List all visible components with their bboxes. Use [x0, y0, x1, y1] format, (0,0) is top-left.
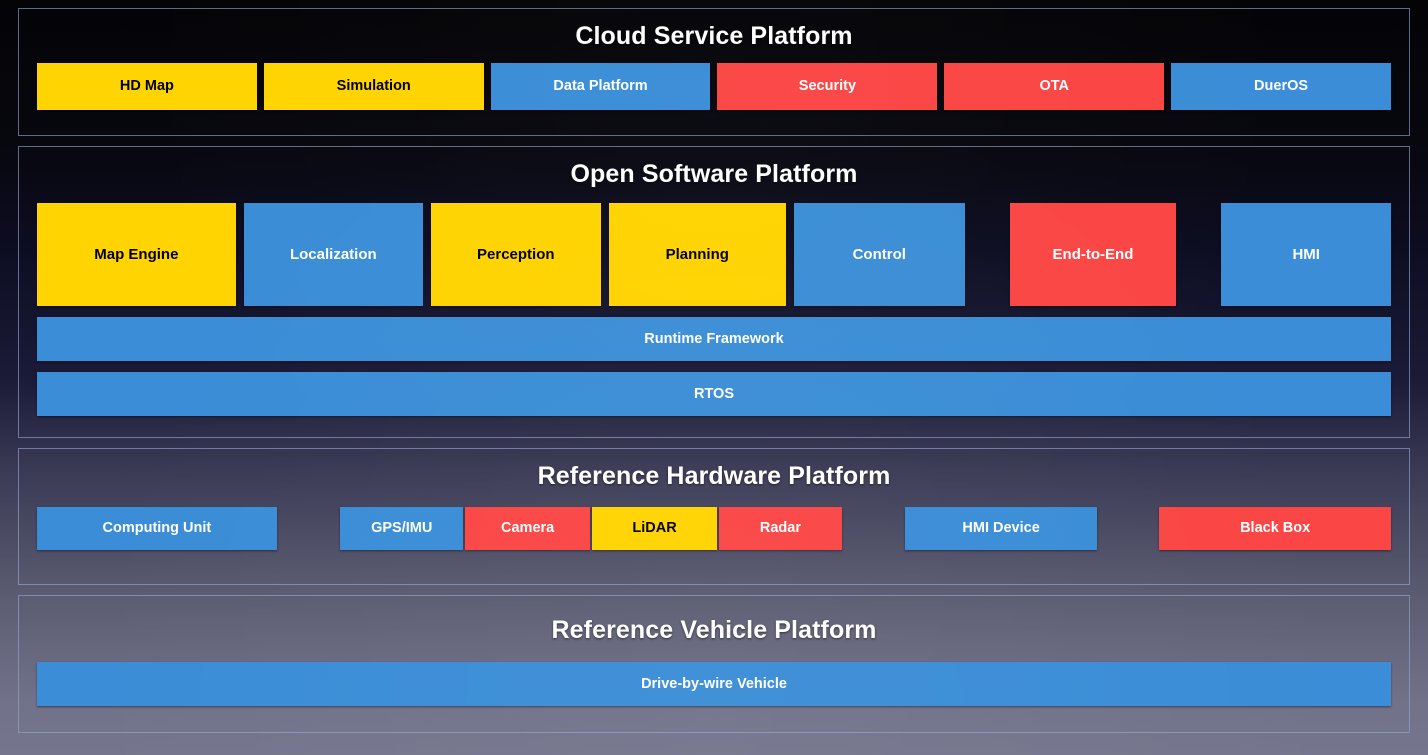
layer-title-open-software-platform: Open Software Platform: [570, 160, 858, 188]
layer-reference-vehicle-platform: Reference Vehicle Platform Drive-by-wire…: [18, 595, 1410, 733]
hardware-box-lidar[interactable]: LiDAR: [592, 507, 717, 550]
cloud-box-simulation[interactable]: Simulation: [263, 63, 484, 110]
software-module-row: Map Engine Localization Perception Plann…: [37, 203, 1391, 306]
software-row-spacer-2: [1184, 203, 1213, 306]
software-box-map-engine[interactable]: Map Engine: [37, 203, 236, 306]
layer-title-reference-vehicle-platform: Reference Vehicle Platform: [551, 616, 877, 644]
hardware-box-camera[interactable]: Camera: [465, 507, 591, 550]
software-bar-rtos[interactable]: RTOS: [37, 372, 1391, 416]
cloud-service-box-row: HD Map Simulation Data Platform Security…: [37, 63, 1391, 110]
software-box-hmi[interactable]: HMI: [1221, 203, 1391, 306]
hardware-row-spacer-2: [842, 507, 905, 550]
software-box-control[interactable]: Control: [793, 203, 965, 306]
hardware-box-radar[interactable]: Radar: [719, 507, 842, 550]
layer-cloud-service-platform: Cloud Service Platform HD Map Simulation…: [18, 8, 1410, 136]
vehicle-box-row: Drive-by-wire Vehicle: [37, 662, 1391, 706]
hardware-box-black-box[interactable]: Black Box: [1159, 507, 1391, 550]
hardware-box-gps-imu[interactable]: GPS/IMU: [340, 507, 464, 550]
hardware-row-spacer-1: [277, 507, 340, 550]
software-box-planning[interactable]: Planning: [608, 203, 786, 306]
hardware-box-row: Computing Unit GPS/IMU Camera LiDAR Rada…: [37, 507, 1391, 550]
cloud-box-dueros[interactable]: DuerOS: [1171, 63, 1391, 110]
software-bar-runtime-framework[interactable]: Runtime Framework: [37, 317, 1391, 361]
cloud-box-ota[interactable]: OTA: [944, 63, 1165, 110]
vehicle-box-drive-by-wire-vehicle[interactable]: Drive-by-wire Vehicle: [37, 662, 1391, 706]
layer-title-reference-hardware-platform: Reference Hardware Platform: [537, 462, 891, 490]
software-box-perception[interactable]: Perception: [430, 203, 601, 306]
hardware-row-spacer-3: [1097, 507, 1159, 550]
layer-reference-hardware-platform: Reference Hardware Platform Computing Un…: [18, 448, 1410, 585]
hardware-box-computing-unit[interactable]: Computing Unit: [37, 507, 277, 550]
software-box-end-to-end[interactable]: End-to-End: [1009, 203, 1177, 306]
hardware-box-hmi-device[interactable]: HMI Device: [905, 507, 1097, 550]
cloud-box-data-platform[interactable]: Data Platform: [490, 63, 711, 110]
software-box-localization[interactable]: Localization: [243, 203, 423, 306]
software-row-spacer-1: [973, 203, 1002, 306]
cloud-box-security[interactable]: Security: [717, 63, 938, 110]
layer-title-cloud-service-platform: Cloud Service Platform: [575, 22, 853, 50]
cloud-box-hd-map[interactable]: HD Map: [37, 63, 257, 110]
layer-open-software-platform: Open Software Platform Map Engine Locali…: [18, 146, 1410, 438]
